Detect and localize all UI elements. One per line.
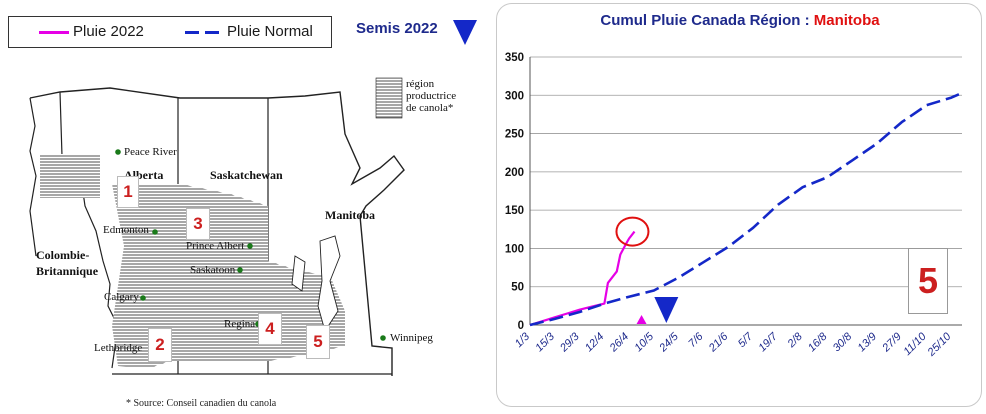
city-dot-prince-albert bbox=[247, 243, 253, 249]
x-tick-label: 26/4 bbox=[607, 331, 631, 355]
city-dot-peace-river bbox=[115, 149, 121, 155]
city-dot-calgary bbox=[140, 295, 146, 301]
seeding-triangle-icon bbox=[453, 20, 477, 45]
city-dot-saskatoon bbox=[237, 267, 243, 273]
legend-label-pluie-2022: Pluie 2022 bbox=[73, 23, 144, 40]
y-tick-label: 300 bbox=[505, 90, 524, 102]
x-tick-label: 19/7 bbox=[756, 330, 780, 354]
y-tick-label: 350 bbox=[505, 52, 524, 64]
y-tick-label: 100 bbox=[505, 243, 524, 255]
zone-number-3: 3 bbox=[186, 208, 210, 240]
x-tick-label: 2/8 bbox=[785, 330, 806, 351]
zone-number-2: 2 bbox=[148, 328, 172, 362]
zone-number-5: 5 bbox=[306, 325, 330, 359]
canola-zone-peace bbox=[40, 154, 100, 198]
region-label-manitoba: Manitoba bbox=[325, 208, 376, 222]
x-tick-label: 27/9 bbox=[880, 331, 904, 355]
legend-box: Pluie 2022 Pluie Normal bbox=[8, 16, 332, 48]
canola-zone-main bbox=[112, 184, 345, 368]
x-tick-label: 11/10 bbox=[901, 330, 929, 358]
city-label-saskatoon: Saskatoon bbox=[190, 264, 236, 276]
x-tick-label: 25/10 bbox=[925, 330, 954, 359]
y-tick-label: 200 bbox=[505, 167, 524, 179]
canola-region-map bbox=[29, 77, 405, 376]
map-legend-line-3: de canola* bbox=[406, 102, 454, 114]
lake-winnipeg bbox=[317, 235, 341, 333]
chart-title-region: Manitoba bbox=[814, 12, 880, 29]
series-line-pluie-2022 bbox=[529, 230, 636, 327]
zone-number-4: 4 bbox=[258, 313, 282, 345]
x-tick-label: 29/3 bbox=[557, 330, 582, 355]
x-tick-label: 24/5 bbox=[657, 330, 682, 355]
pink-marker bbox=[636, 315, 647, 324]
lake-manitoba bbox=[291, 255, 306, 292]
x-tick-label: 5/7 bbox=[736, 330, 756, 350]
x-tick-label: 12/4 bbox=[583, 331, 607, 355]
rainfall-chart: Cumul Pluie Canada Région : Manitoba 0 50… bbox=[505, 12, 963, 359]
city-dot-edmonton bbox=[152, 229, 158, 235]
x-tick-label: 7/6 bbox=[686, 330, 706, 350]
chart-frame bbox=[496, 3, 982, 407]
seeding-marker bbox=[654, 297, 679, 323]
city-label-winnipeg: Winnipeg bbox=[390, 332, 433, 344]
city-label-edmonton: Edmonton bbox=[103, 224, 149, 236]
y-tick-label: 50 bbox=[511, 282, 524, 294]
chart-title: Cumul Pluie Canada Région : Manitoba bbox=[600, 12, 880, 29]
x-tick-label: 15/3 bbox=[533, 330, 557, 354]
x-tick-label: 10/5 bbox=[632, 330, 656, 354]
city-dot-winnipeg bbox=[380, 335, 386, 341]
chart-title-prefix: Cumul Pluie Canada Région : bbox=[600, 12, 813, 29]
y-tick-label: 250 bbox=[505, 129, 524, 141]
x-tick-label: 1/3 bbox=[513, 330, 533, 350]
source-note: * Source: Conseil canadien du canola bbox=[126, 398, 277, 409]
city-label-lethbridge: Lethbridge bbox=[94, 342, 143, 354]
x-tick-label: 16/8 bbox=[806, 330, 830, 354]
region-label-saskatchewan: Saskatchewan bbox=[210, 168, 283, 182]
legend-label-semis: Semis 2022 bbox=[356, 20, 438, 37]
map-legend-line-2: productrice bbox=[406, 90, 457, 102]
legend-label-pluie-normal: Pluie Normal bbox=[227, 23, 313, 40]
legend-swatch-pluie-2022 bbox=[39, 31, 69, 34]
x-tick-label: 21/6 bbox=[706, 330, 731, 355]
region-label-colombie-1: Colombie- bbox=[36, 248, 90, 262]
legend-swatch-pluie-normal bbox=[185, 31, 225, 34]
zone-number-1: 1 bbox=[117, 176, 139, 208]
highlight-circle bbox=[615, 216, 650, 247]
map-legend-line-1: région bbox=[406, 78, 435, 90]
x-tick-label: 30/8 bbox=[831, 330, 855, 354]
y-tick-label: 150 bbox=[505, 205, 524, 217]
city-label-peace-river: Peace River bbox=[124, 146, 177, 158]
x-tick-label: 13/9 bbox=[856, 331, 880, 355]
city-label-prince-albert: Prince Albert bbox=[186, 240, 245, 252]
region-label-colombie-2: Britannique bbox=[36, 264, 99, 278]
canola-zone-legend-swatch bbox=[375, 77, 403, 119]
bc-coast bbox=[29, 97, 37, 257]
chart-region-number: 5 bbox=[908, 248, 948, 314]
city-label-calgary: Calgary bbox=[104, 291, 139, 303]
y-tick-label: 0 bbox=[518, 320, 524, 332]
series-line-pluie-normal bbox=[529, 91, 963, 327]
city-label-regina: Regina bbox=[224, 318, 256, 330]
map-outline bbox=[29, 87, 405, 376]
